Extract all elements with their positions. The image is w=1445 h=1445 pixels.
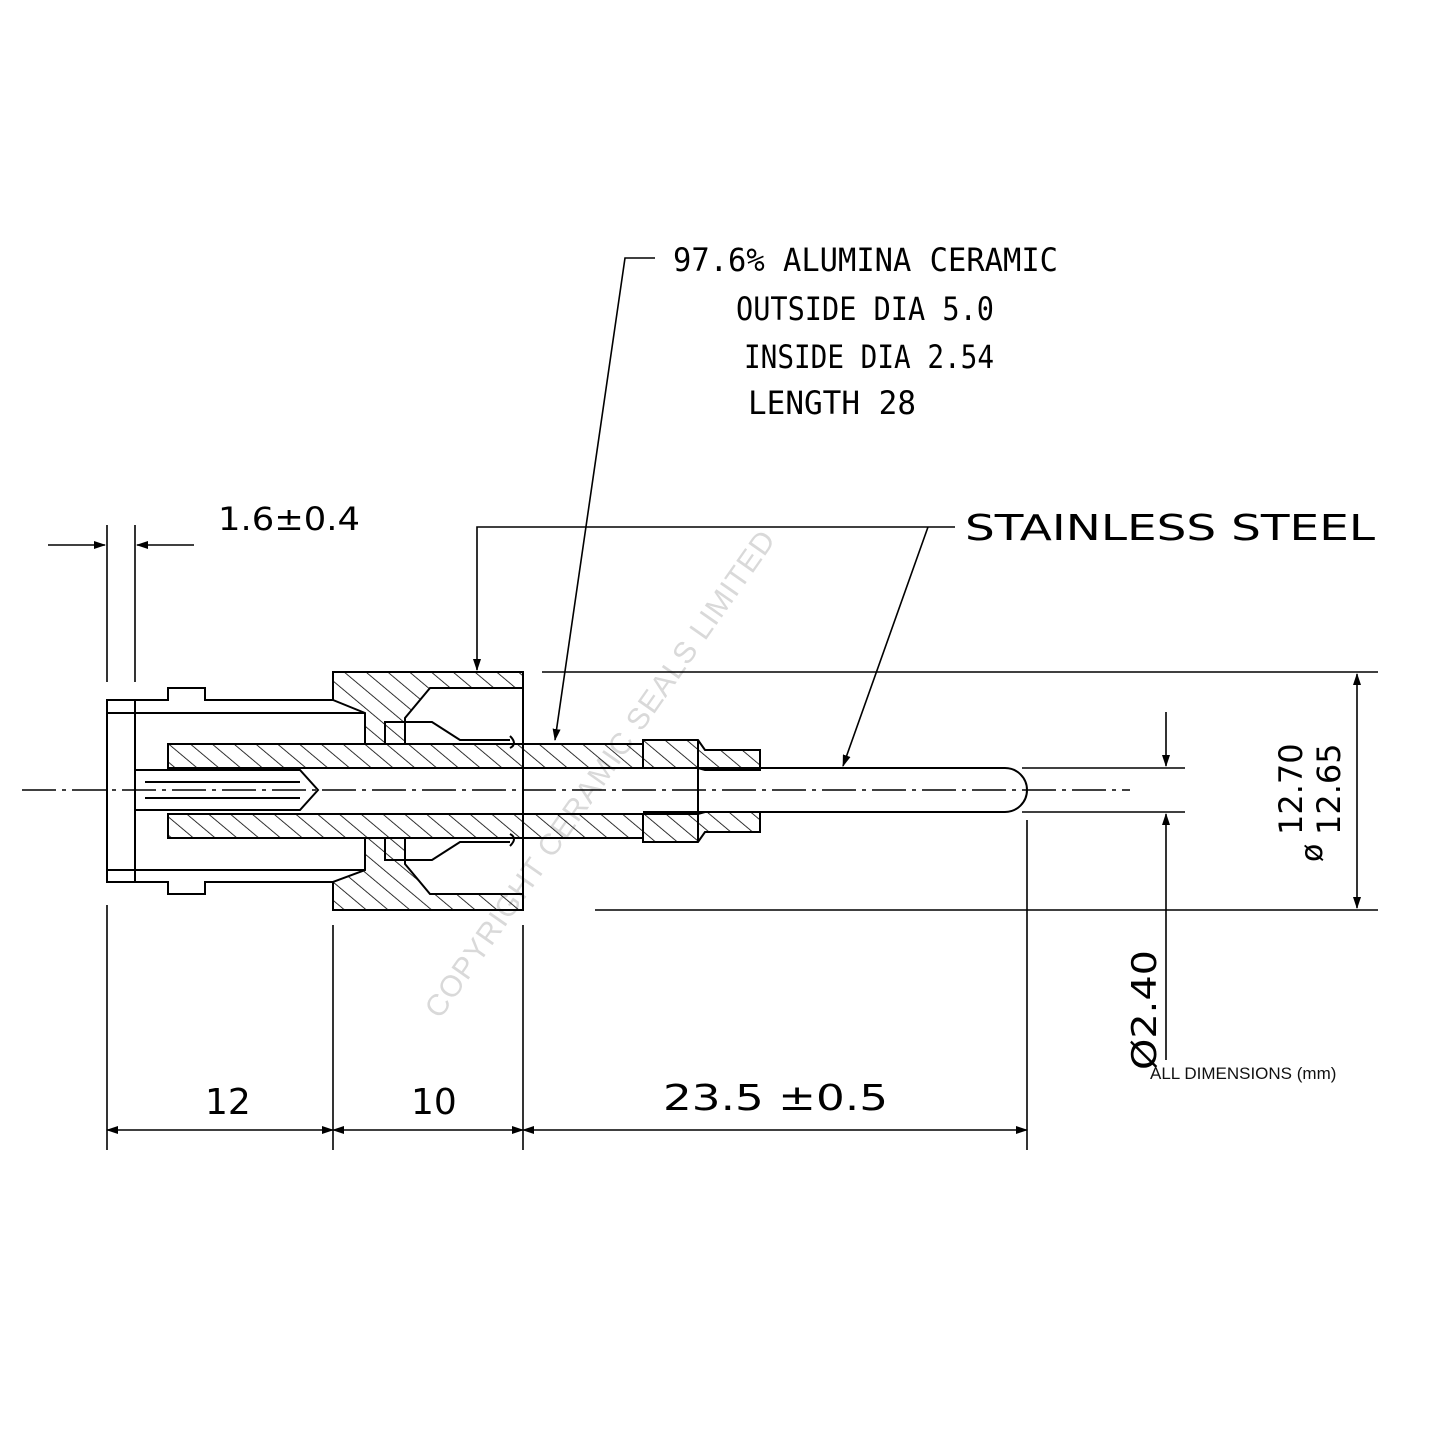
dim-length-12: 12 (205, 1082, 251, 1123)
watermark: COPYRIGHT CERAMIC SEALS LIMITED (419, 524, 783, 1024)
ceramic-callout-line4: LENGTH 28 (748, 384, 916, 422)
units-note: ALL DIMENSIONS (mm) (1150, 1064, 1337, 1083)
steel-pin (643, 767, 1028, 813)
dim-length-23-5: 23.5 ±0.5 (663, 1078, 888, 1119)
dimension-lines (48, 257, 1378, 1150)
steel-callout: STAINLESS STEEL (965, 508, 1375, 549)
phi-symbol: ø (1295, 844, 1330, 862)
ceramic-callout-line3: INSIDE DIA 2.54 (744, 338, 994, 376)
dim-length-10: 10 (411, 1082, 457, 1123)
connector-body (106, 671, 524, 911)
part-outline (22, 671, 1130, 911)
dim-outer-dia-2: 12.65 (1310, 743, 1348, 835)
dim-outer-dia-1: 12.70 (1272, 743, 1310, 835)
dim-flange-thickness: 1.6±0.4 (218, 500, 360, 538)
ceramic-callout-line2: OUTSIDE DIA 5.0 (736, 290, 994, 328)
dim-pin-dia: Ø2.40 (1125, 950, 1165, 1070)
ceramic-callout-line1: 97.6% ALUMINA CERAMIC (673, 241, 1058, 279)
